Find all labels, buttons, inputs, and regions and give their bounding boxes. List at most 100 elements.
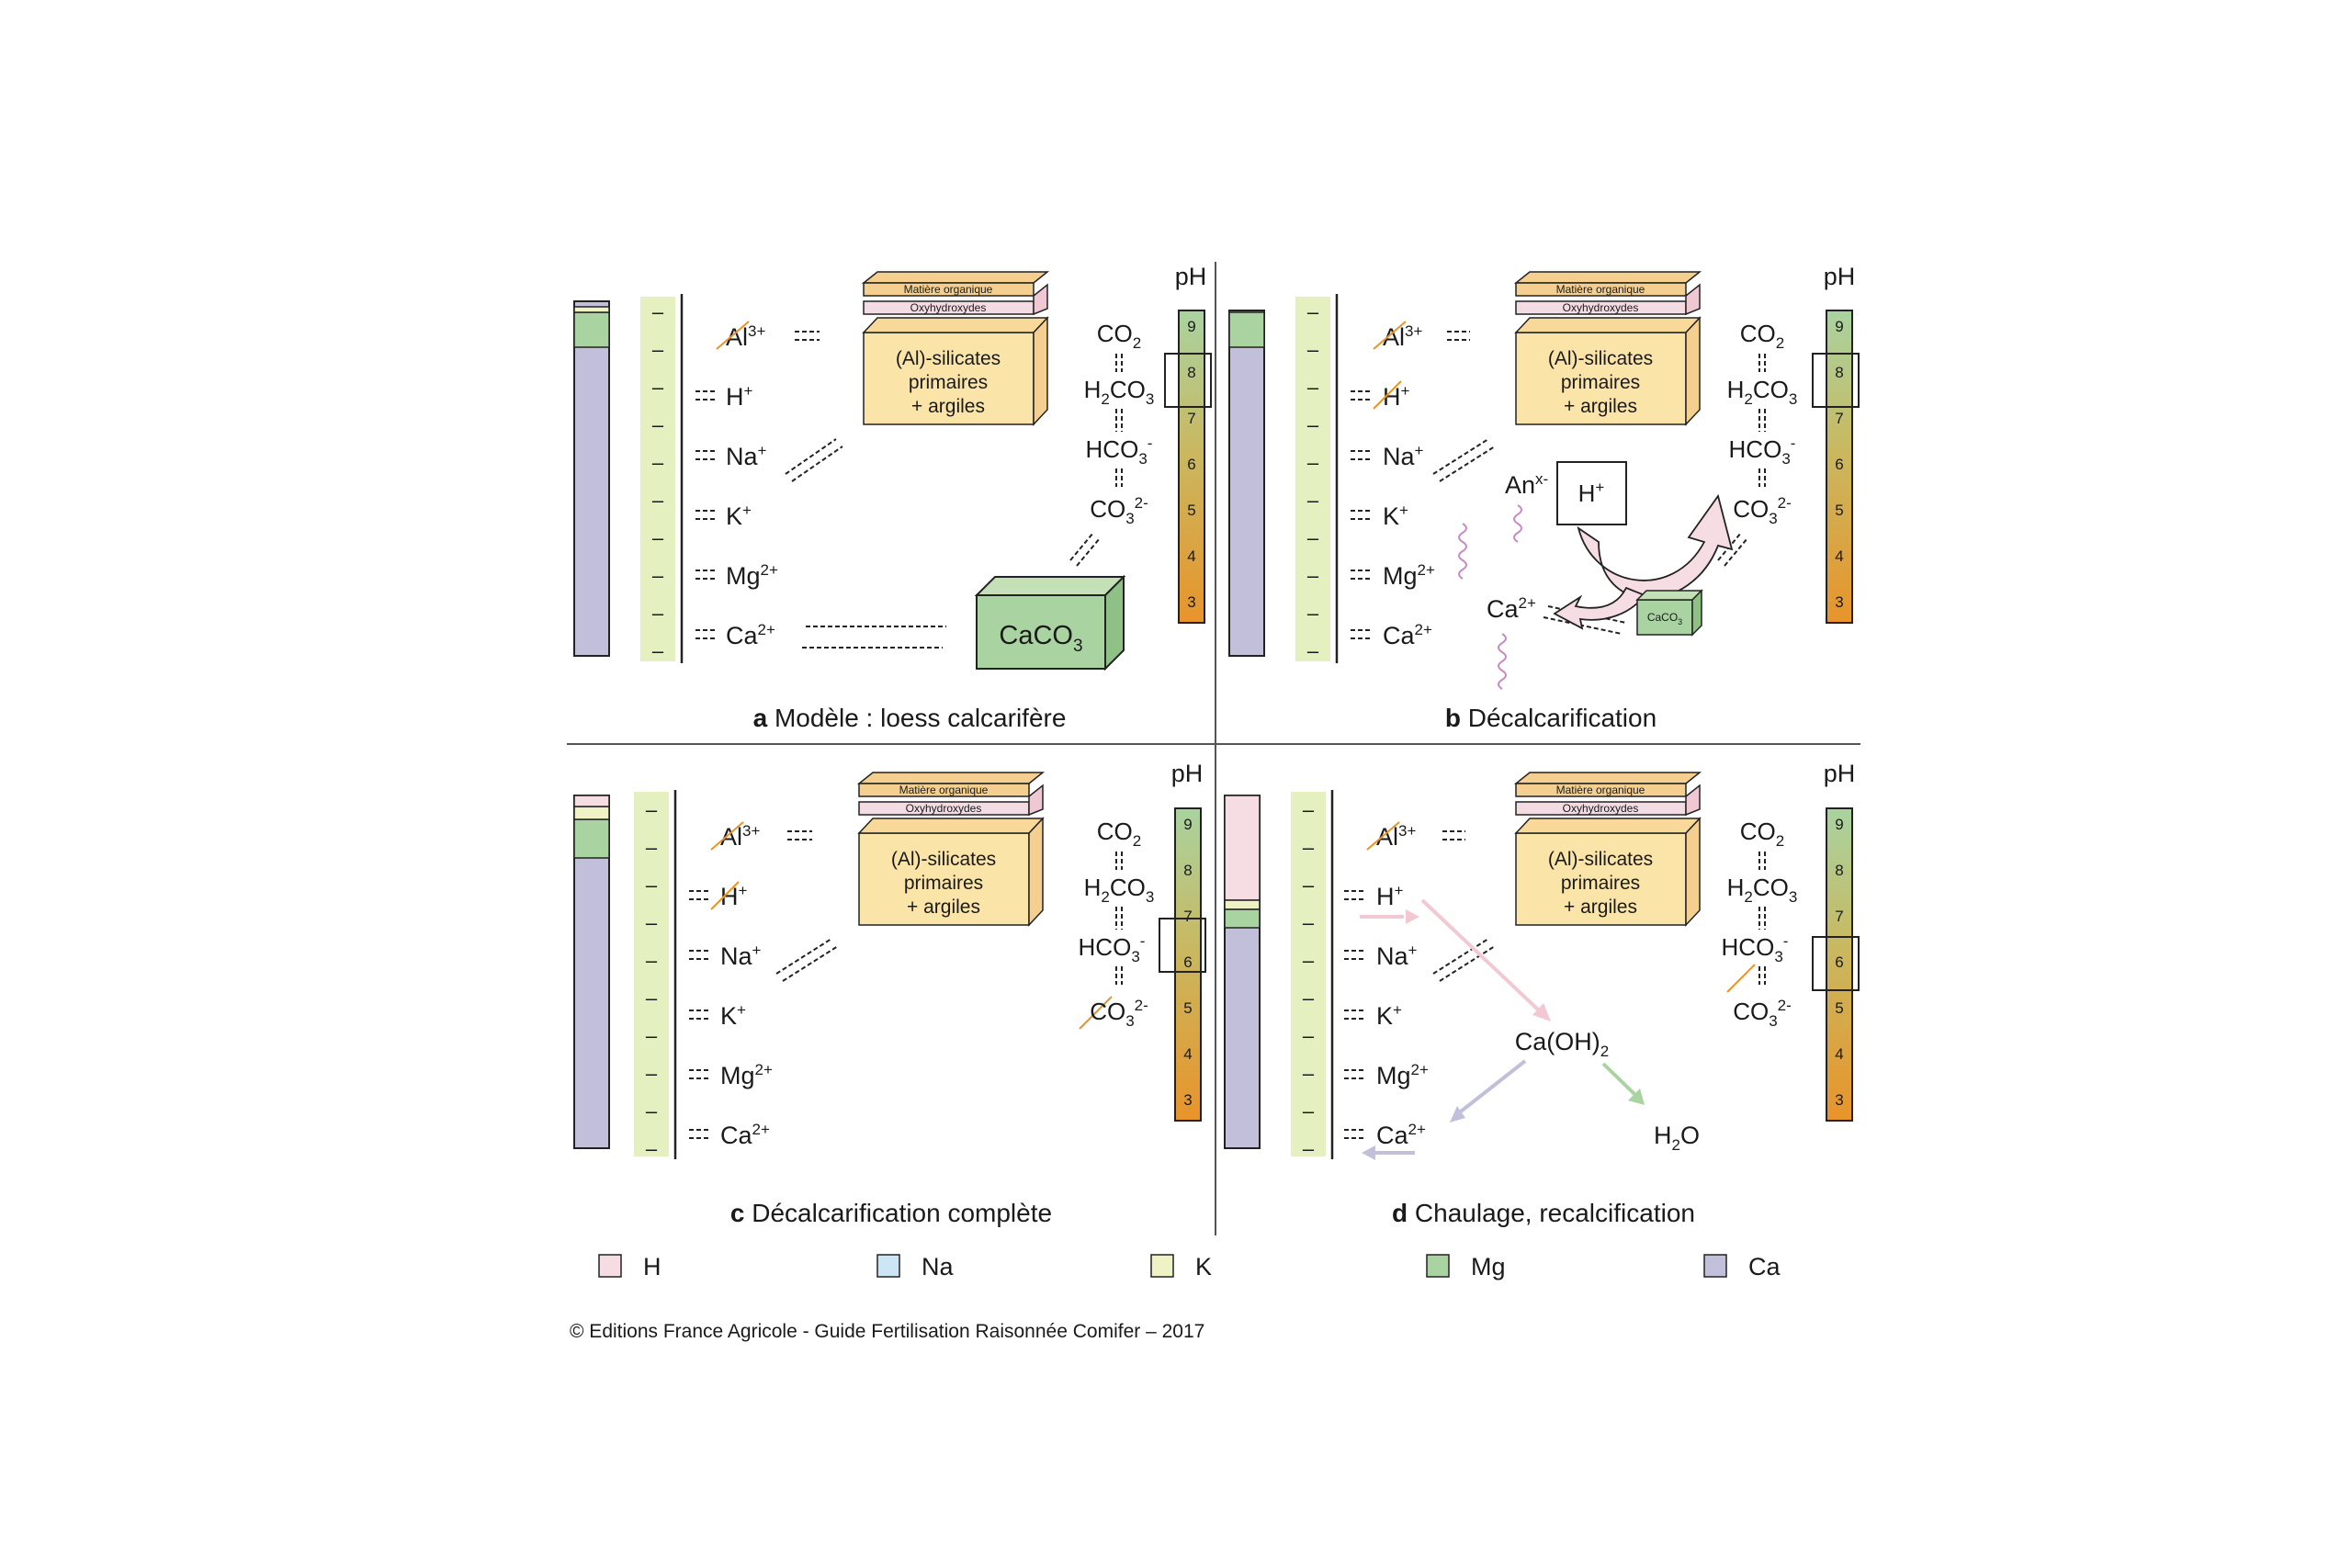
svg-text:–: – [652, 413, 664, 436]
svg-text:Na+: Na+ [720, 942, 762, 970]
svg-text:CO32-: CO32- [1090, 494, 1148, 527]
ion-ca: Ca2+ [726, 621, 775, 649]
svg-text:HCO3-: HCO3- [1086, 434, 1153, 468]
svg-text:Ca2+: Ca2+ [1376, 1121, 1426, 1149]
leaching-wavy-arrows [1458, 504, 1522, 690]
svg-text:CO2: CO2 [1740, 818, 1784, 850]
carbonate-chain-d: CO2 H2CO3 HCO3- CO32- [1722, 818, 1798, 1030]
svg-text:–: – [1307, 413, 1319, 436]
svg-text:–: – [646, 1100, 658, 1122]
svg-text:(Al)-silicates: (Al)-silicates [891, 849, 996, 870]
calcium-hydroxide-label: Ca(OH)2 [1515, 1028, 1609, 1060]
svg-text:5: 5 [1835, 502, 1843, 519]
svg-text:–: – [1307, 639, 1319, 662]
panel-b: –– –– –– –– –– Al3+ H+ Na+ K+ Mg2+ Ca2+ [1228, 263, 1860, 732]
svg-text:–: – [1303, 836, 1315, 859]
svg-text:–: – [1307, 526, 1319, 549]
legend-item-na: Na [876, 1253, 954, 1280]
svg-text:–: – [1307, 489, 1319, 512]
panel-c: –– –– –– –– –– Al3+ H+ Na+ K+ Mg2+ Ca2+ [573, 760, 1206, 1227]
svg-text:primaires: primaires [909, 372, 988, 393]
svg-text:K+: K+ [1376, 1001, 1402, 1030]
panel-c-caption: c Décalcarification complète [730, 1199, 1052, 1227]
mineral-block-c: Matière organique Oxyhydroxydes (Al)-sil… [856, 772, 1046, 927]
svg-text:K+: K+ [1383, 502, 1408, 530]
svg-text:Mg2+: Mg2+ [1383, 561, 1435, 590]
svg-text:Matière organique: Matière organique [1556, 784, 1645, 796]
soil-column-c [573, 795, 610, 1149]
svg-text:–: – [1303, 874, 1315, 897]
svg-text:Matière organique: Matière organique [1556, 283, 1645, 296]
svg-text:–: – [652, 489, 664, 512]
svg-text:Matière organique: Matière organique [899, 784, 989, 796]
svg-text:7: 7 [1835, 410, 1843, 427]
svg-text:–: – [646, 1137, 658, 1160]
ion-list-d: Al3+ H+ Na+ K+ Mg2+ Ca2+ [1376, 822, 1429, 1149]
svg-text:H2CO3: H2CO3 [1727, 874, 1798, 906]
carbonate-chain-c: CO2 H2CO3 HCO3- CO32- [1079, 818, 1155, 1030]
legend: H Na K Mg Ca [598, 1253, 1781, 1280]
svg-text:+ argiles: + argiles [907, 897, 980, 918]
ion-h: H+ [726, 382, 753, 411]
legend-item-h: H [598, 1253, 662, 1280]
svg-text:Oxyhydroxydes: Oxyhydroxydes [910, 301, 987, 314]
svg-text:–: – [652, 526, 664, 549]
ph-scale-b: pH 98 76 54 3 [1812, 263, 1860, 624]
legend-item-ca: Ca [1703, 1253, 1781, 1280]
svg-text:CO32-: CO32- [1733, 494, 1792, 527]
svg-text:HCO3-: HCO3- [1729, 434, 1796, 468]
mineral-block-d: Matière organique Oxyhydroxydes (Al)-sil… [1513, 772, 1702, 927]
svg-text:6: 6 [1835, 456, 1843, 473]
svg-text:8: 8 [1183, 862, 1192, 879]
charge-strip-d [1291, 792, 1326, 1156]
ph-selected-box-d [1812, 936, 1860, 991]
anion-label: Anx- [1505, 470, 1548, 499]
svg-text:CaCO3: CaCO3 [999, 621, 1082, 656]
soil-column-b [1228, 310, 1265, 657]
svg-text:Mg2+: Mg2+ [1376, 1061, 1429, 1089]
svg-text:+ argiles: + argiles [1564, 897, 1637, 918]
carbonate-chain-b: CO2 H2CO3 HCO3- CO32- [1727, 320, 1798, 527]
panel-d: –– –– –– –– –– Al3+ H+ Na+ K+ Mg2+ Ca2+ [1224, 760, 1860, 1227]
svg-text:7: 7 [1187, 410, 1195, 427]
svg-text:–: – [652, 451, 664, 474]
svg-text:pH: pH [1175, 263, 1207, 290]
svg-text:H+: H+ [1578, 479, 1605, 507]
svg-text:4: 4 [1835, 1045, 1843, 1063]
ph-selected-box-b [1812, 353, 1860, 408]
svg-text:Na+: Na+ [1376, 942, 1418, 970]
svg-text:–: – [1303, 1062, 1315, 1085]
acid-cycle-arrow [1577, 493, 1734, 599]
svg-text:Mg: Mg [1471, 1253, 1506, 1280]
panel-d-caption: d Chaulage, recalcification [1392, 1199, 1695, 1227]
svg-text:–: – [1307, 602, 1319, 625]
svg-text:K: K [1195, 1253, 1212, 1280]
svg-text:–: – [646, 798, 658, 821]
svg-text:8: 8 [1835, 364, 1843, 381]
svg-text:Matière organique: Matière organique [904, 283, 993, 296]
panel-a-caption: a Modèle : loess calcarifère [753, 704, 1067, 732]
svg-text:–: – [646, 874, 658, 897]
svg-text:6: 6 [1835, 953, 1843, 971]
panel-a: –– –– –– –– –– Al3+ H+ Na+ K+ Mg2+ Ca2+ [573, 263, 1212, 732]
svg-text:CO2: CO2 [1097, 818, 1141, 850]
svg-text:–: – [652, 338, 664, 361]
svg-text:–: – [1303, 798, 1315, 821]
svg-text:9: 9 [1187, 318, 1195, 335]
ion-list-a: Al3+ H+ Na+ K+ Mg2+ Ca2+ [726, 322, 778, 649]
caco3-block-a: CaCO3 [974, 574, 1126, 671]
svg-text:+ argiles: + argiles [1564, 396, 1637, 417]
svg-text:–: – [646, 1024, 658, 1047]
svg-text:5: 5 [1187, 502, 1195, 519]
mineral-block-a: Matière organique Oxyhydroxydes (Al)-sil… [861, 271, 1050, 426]
svg-text:4: 4 [1187, 547, 1195, 565]
carbonate-chain-a: CO2 H2CO3 HCO3- CO32- [1084, 320, 1155, 527]
svg-text:9: 9 [1183, 816, 1192, 833]
svg-text:3: 3 [1187, 593, 1195, 611]
svg-text:CO2: CO2 [1097, 320, 1141, 352]
svg-text:–: – [1307, 564, 1319, 587]
svg-text:H+: H+ [1376, 882, 1404, 910]
svg-text:HCO3-: HCO3- [1722, 932, 1789, 965]
svg-text:pH: pH [1824, 263, 1856, 290]
